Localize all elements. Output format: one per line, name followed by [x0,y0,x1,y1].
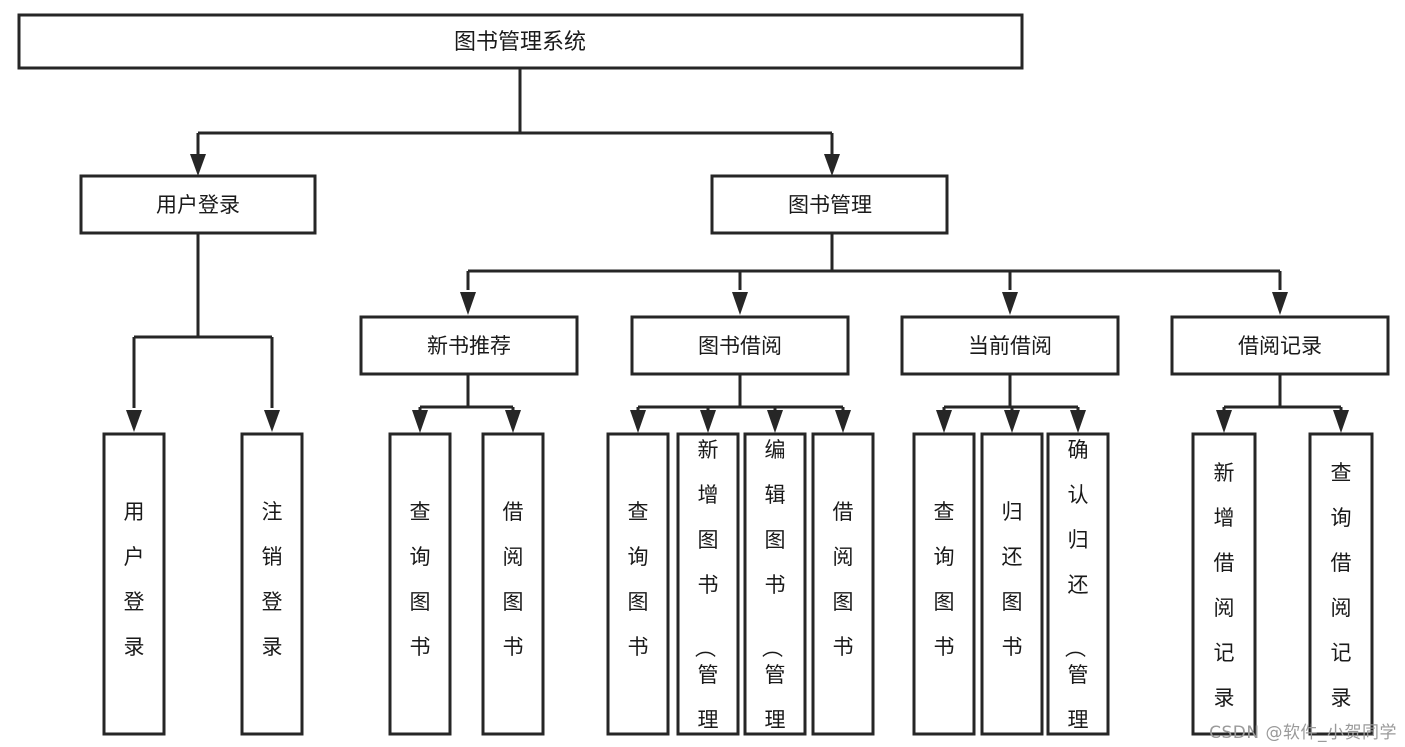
node-root-label: 图书管理系统 [454,30,586,55]
node-leaf-user-logout-label: 注销登录 [262,500,283,659]
node-leaf-add-book[interactable]: 新增图书（管理员） [676,432,740,747]
node-current-borrow[interactable]: 当前借阅 [900,315,1120,376]
node-user-login-label: 用户登录 [156,193,240,217]
node-new-book-recommend[interactable]: 新书推荐 [359,315,579,376]
node-borrow-record[interactable]: 借阅记录 [1170,315,1390,376]
node-leaf-query-record-label: 查询借阅记录 [1331,461,1352,710]
node-leaf-borrow-book-1[interactable]: 借阅图书 [481,432,545,736]
connector-bookborrow-to-leaves [630,374,851,433]
node-leaf-return-book-label: 归还图书 [1002,500,1023,659]
node-leaf-add-record-label: 新增借阅记录 [1214,461,1235,710]
node-book-management-label: 图书管理 [788,193,872,217]
node-borrow-record-label: 借阅记录 [1238,334,1322,358]
node-book-management[interactable]: 图书管理 [710,174,949,235]
node-leaf-borrow-book-1-label: 借阅图书 [503,500,524,659]
node-leaf-query-book-3[interactable]: 查询图书 [912,432,976,736]
node-leaf-query-book-1[interactable]: 查询图书 [388,432,452,736]
node-leaf-query-book-1-label: 查询图书 [410,500,431,659]
node-leaf-borrow-book-2-label: 借阅图书 [833,500,854,659]
node-book-borrow-label: 图书借阅 [698,334,782,358]
node-leaf-confirm-return-label: 确认归还（管理员） [1063,438,1089,747]
node-leaf-user-logout[interactable]: 注销登录 [240,432,304,736]
connector-root-to-level2 [190,68,840,176]
node-leaf-edit-book-label: 编辑图书（管理员） [760,438,786,747]
node-leaf-edit-book[interactable]: 编辑图书（管理员） [743,432,807,747]
node-book-borrow[interactable]: 图书借阅 [630,315,850,376]
node-leaf-user-login-label: 用户登录 [124,500,145,659]
node-leaf-query-record[interactable]: 查询借阅记录 [1308,432,1374,736]
connector-userlogin-to-leaves [126,233,280,432]
node-root[interactable]: 图书管理系统 [17,13,1024,70]
node-leaf-add-record[interactable]: 新增借阅记录 [1191,432,1257,736]
connector-currentborrow-to-leaves [936,374,1086,433]
node-leaf-query-book-2-label: 查询图书 [628,500,649,659]
node-user-login[interactable]: 用户登录 [79,174,317,235]
connector-borrowrecord-to-leaves [1216,374,1349,433]
node-current-borrow-label: 当前借阅 [968,334,1052,358]
node-leaf-user-login[interactable]: 用户登录 [102,432,166,736]
node-leaf-query-book-3-label: 查询图书 [934,500,955,659]
node-leaf-add-book-label: 新增图书（管理员） [693,438,719,747]
node-leaf-return-book[interactable]: 归还图书 [980,432,1044,736]
connector-bookmgmt-to-level3 [460,233,1288,315]
connector-newbook-to-leaves [412,374,521,433]
node-new-book-recommend-label: 新书推荐 [427,334,511,358]
node-leaf-query-book-2[interactable]: 查询图书 [606,432,670,736]
node-leaf-borrow-book-2[interactable]: 借阅图书 [811,432,875,736]
node-leaf-confirm-return[interactable]: 确认归还（管理员） [1046,432,1110,747]
